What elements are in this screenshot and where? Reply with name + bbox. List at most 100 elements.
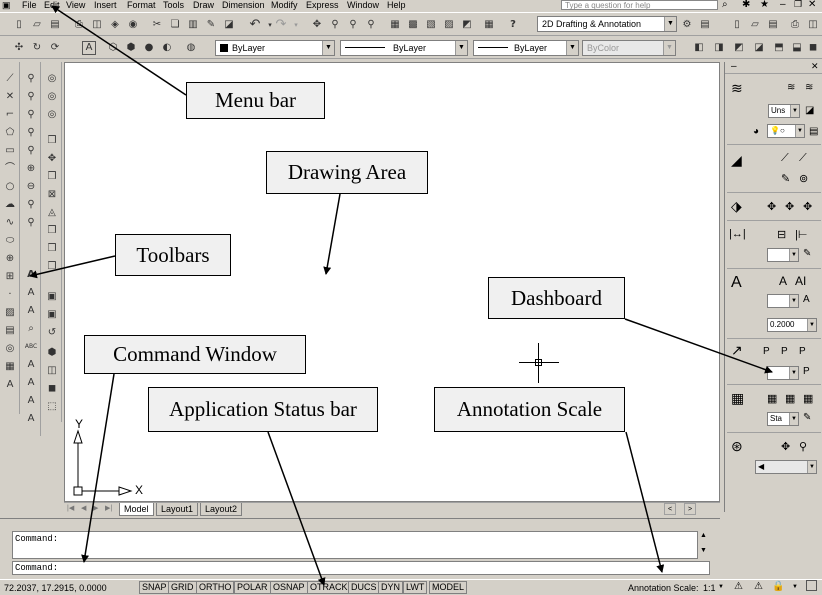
polyline-icon[interactable]: ⌐ xyxy=(5,109,15,120)
grid-toggle[interactable]: GRID xyxy=(168,581,197,594)
table-link-icon[interactable]: ▦ xyxy=(803,393,814,405)
workspace-save-icon[interactable]: ▤ xyxy=(700,19,710,30)
cone-icon[interactable]: ◬ xyxy=(48,207,56,218)
plot-icon[interactable]: ⎙ xyxy=(791,19,799,30)
edit-text-icon[interactable]: A xyxy=(27,305,35,316)
command-input[interactable]: Command: xyxy=(12,561,710,575)
zoom-dynamic-icon[interactable]: ⚲ xyxy=(27,91,35,102)
line-icon[interactable]: ⟋ xyxy=(6,73,14,84)
new-icon[interactable]: ▯ xyxy=(734,19,740,30)
menu-window[interactable]: Window xyxy=(347,0,380,10)
view-front-icon[interactable]: ◨ xyxy=(714,42,724,53)
plot-icon[interactable]: ⎙ xyxy=(75,19,83,30)
tables-panel-icon[interactable]: ▦ xyxy=(731,390,745,406)
polar-toggle[interactable]: POLAR xyxy=(234,581,271,594)
open-icon[interactable]: ▱ xyxy=(33,19,41,30)
layers-icon[interactable]: ≋ xyxy=(731,80,743,96)
units-select[interactable]: Uns ▼ xyxy=(768,104,800,118)
tab-first-icon[interactable]: |◀ xyxy=(67,505,75,512)
pyramid-icon[interactable]: ▣ xyxy=(47,291,57,302)
view-ne-iso-icon[interactable]: ◼ xyxy=(808,42,818,53)
realistic-icon[interactable]: ● xyxy=(144,42,154,53)
hatch-icon[interactable]: ▨ xyxy=(5,307,15,318)
undo-dropdown-icon[interactable]: ▾ xyxy=(268,20,272,29)
arc-icon[interactable]: ⌒ xyxy=(5,163,15,174)
manage-visual-styles-icon[interactable]: ◍ xyxy=(186,42,196,53)
tab-prev-icon[interactable]: ◀ xyxy=(81,505,87,512)
revolve-icon[interactable]: ↺ xyxy=(47,327,57,338)
multileader-panel-icon[interactable]: ↗ xyxy=(731,342,743,358)
3d-hidden-icon[interactable]: ⬢ xyxy=(126,42,136,53)
zoom-in-icon[interactable]: ⊕ xyxy=(26,163,36,174)
point-icon[interactable]: · xyxy=(8,289,12,300)
tab-layout2[interactable]: Layout2 xyxy=(200,503,243,516)
text-height-input[interactable]: 0.2000 ▼ xyxy=(767,318,817,332)
close-icon[interactable]: ✕ xyxy=(811,61,819,71)
slice-icon[interactable]: ⬚ xyxy=(47,401,57,412)
move-icon[interactable]: ✥ xyxy=(47,153,57,164)
annotation-visibility-icon[interactable]: ⚠ xyxy=(734,581,743,592)
view-right-icon[interactable]: ◪ xyxy=(754,42,764,53)
zoom-extents-icon[interactable]: ⚲ xyxy=(27,217,35,228)
scale-text-icon[interactable]: A xyxy=(27,377,35,388)
ducs-toggle[interactable]: DUCS xyxy=(348,581,380,594)
spell-check-icon[interactable]: ABC xyxy=(24,343,38,350)
remove-leader-icon[interactable]: P xyxy=(799,346,806,357)
clean-screen-icon[interactable] xyxy=(806,580,817,591)
new-icon[interactable]: ▯ xyxy=(16,19,22,30)
find-text-icon[interactable]: ⌕ xyxy=(28,323,34,334)
lineweight-select[interactable]: ByLayer ▼ xyxy=(473,40,579,56)
sheet-set-icon[interactable]: ▨ xyxy=(444,19,454,30)
2d-draw-panel-icon[interactable]: ◢ xyxy=(731,152,742,168)
plotstyle-select[interactable]: ByColor ▼ xyxy=(582,40,676,56)
favorites-star-icon[interactable]: ★ xyxy=(760,0,769,10)
menu-dimension[interactable]: Dimension xyxy=(222,0,265,10)
annotation-scale-value[interactable]: 1:1 xyxy=(703,583,716,593)
construction-line-icon[interactable]: ✕ xyxy=(5,91,15,102)
tab-last-icon[interactable]: ▶| xyxy=(105,505,113,512)
open-icon[interactable]: ▱ xyxy=(751,19,759,30)
tool-palettes-icon[interactable]: ▧ xyxy=(426,19,436,30)
pan-icon[interactable]: ✥ xyxy=(312,19,322,30)
chevron-down-icon[interactable]: ▼ xyxy=(718,584,724,590)
minimize-icon[interactable]: – xyxy=(731,61,737,72)
properties-icon[interactable]: ▦ xyxy=(390,19,400,30)
osnap-toggle[interactable]: OSNAP xyxy=(270,581,308,594)
zoom-all-icon[interactable]: ⚲ xyxy=(27,199,35,210)
layer-freeze-icon[interactable]: ◕ xyxy=(753,126,760,137)
layer-props-icon[interactable]: ≋ xyxy=(805,82,814,93)
table-style-select[interactable]: Sta ▼ xyxy=(767,412,799,426)
cut-icon[interactable]: ✂ xyxy=(152,19,162,30)
hatch-icon[interactable]: ✎ xyxy=(781,173,791,185)
lock-icon[interactable]: 🔒 xyxy=(772,581,785,592)
torus-icon[interactable]: ❒ xyxy=(47,261,57,272)
restore-icon[interactable]: ❐ xyxy=(794,0,803,9)
loft-icon[interactable]: ◫ xyxy=(47,365,57,376)
menu-express[interactable]: Express xyxy=(306,0,339,10)
wedge-icon[interactable]: ⊠ xyxy=(47,189,57,200)
spline-icon[interactable]: ∿ xyxy=(5,217,15,228)
menu-insert[interactable]: Insert xyxy=(94,0,117,10)
tab-model[interactable]: Model xyxy=(119,503,154,516)
orbit-icon[interactable]: ◎ xyxy=(47,73,57,84)
polyline-icon[interactable]: ⟋ xyxy=(799,152,807,164)
publish-icon[interactable]: ◈ xyxy=(111,19,119,30)
free-orbit-icon[interactable]: ↻ xyxy=(32,42,42,53)
leader-style-select[interactable]: ▼ xyxy=(767,366,799,380)
box-icon[interactable]: ❒ xyxy=(47,135,57,146)
justify-text-icon[interactable]: A xyxy=(27,395,35,406)
sweep-icon[interactable]: ⬢ xyxy=(47,347,57,358)
copy-icon[interactable]: ❏ xyxy=(170,19,180,30)
menu-tools[interactable]: Tools xyxy=(163,0,185,10)
insert-block-icon[interactable]: ⊕ xyxy=(5,253,15,264)
design-center-icon[interactable]: ▩ xyxy=(408,19,418,30)
markup-icon[interactable]: ◩ xyxy=(462,19,472,30)
color-select[interactable]: ByLayer ▼ xyxy=(215,40,335,56)
modify-panel-icon[interactable]: ⬗ xyxy=(731,198,742,214)
communication-icon[interactable]: ✱ xyxy=(742,0,751,10)
help-icon[interactable]: ? xyxy=(510,19,516,30)
zoom-window-icon[interactable]: ⚲ xyxy=(27,73,35,84)
block-editor-icon[interactable]: ◪ xyxy=(224,19,234,30)
dyn-toggle[interactable]: DYN xyxy=(378,581,404,594)
add-leader-icon[interactable]: P xyxy=(781,346,788,357)
